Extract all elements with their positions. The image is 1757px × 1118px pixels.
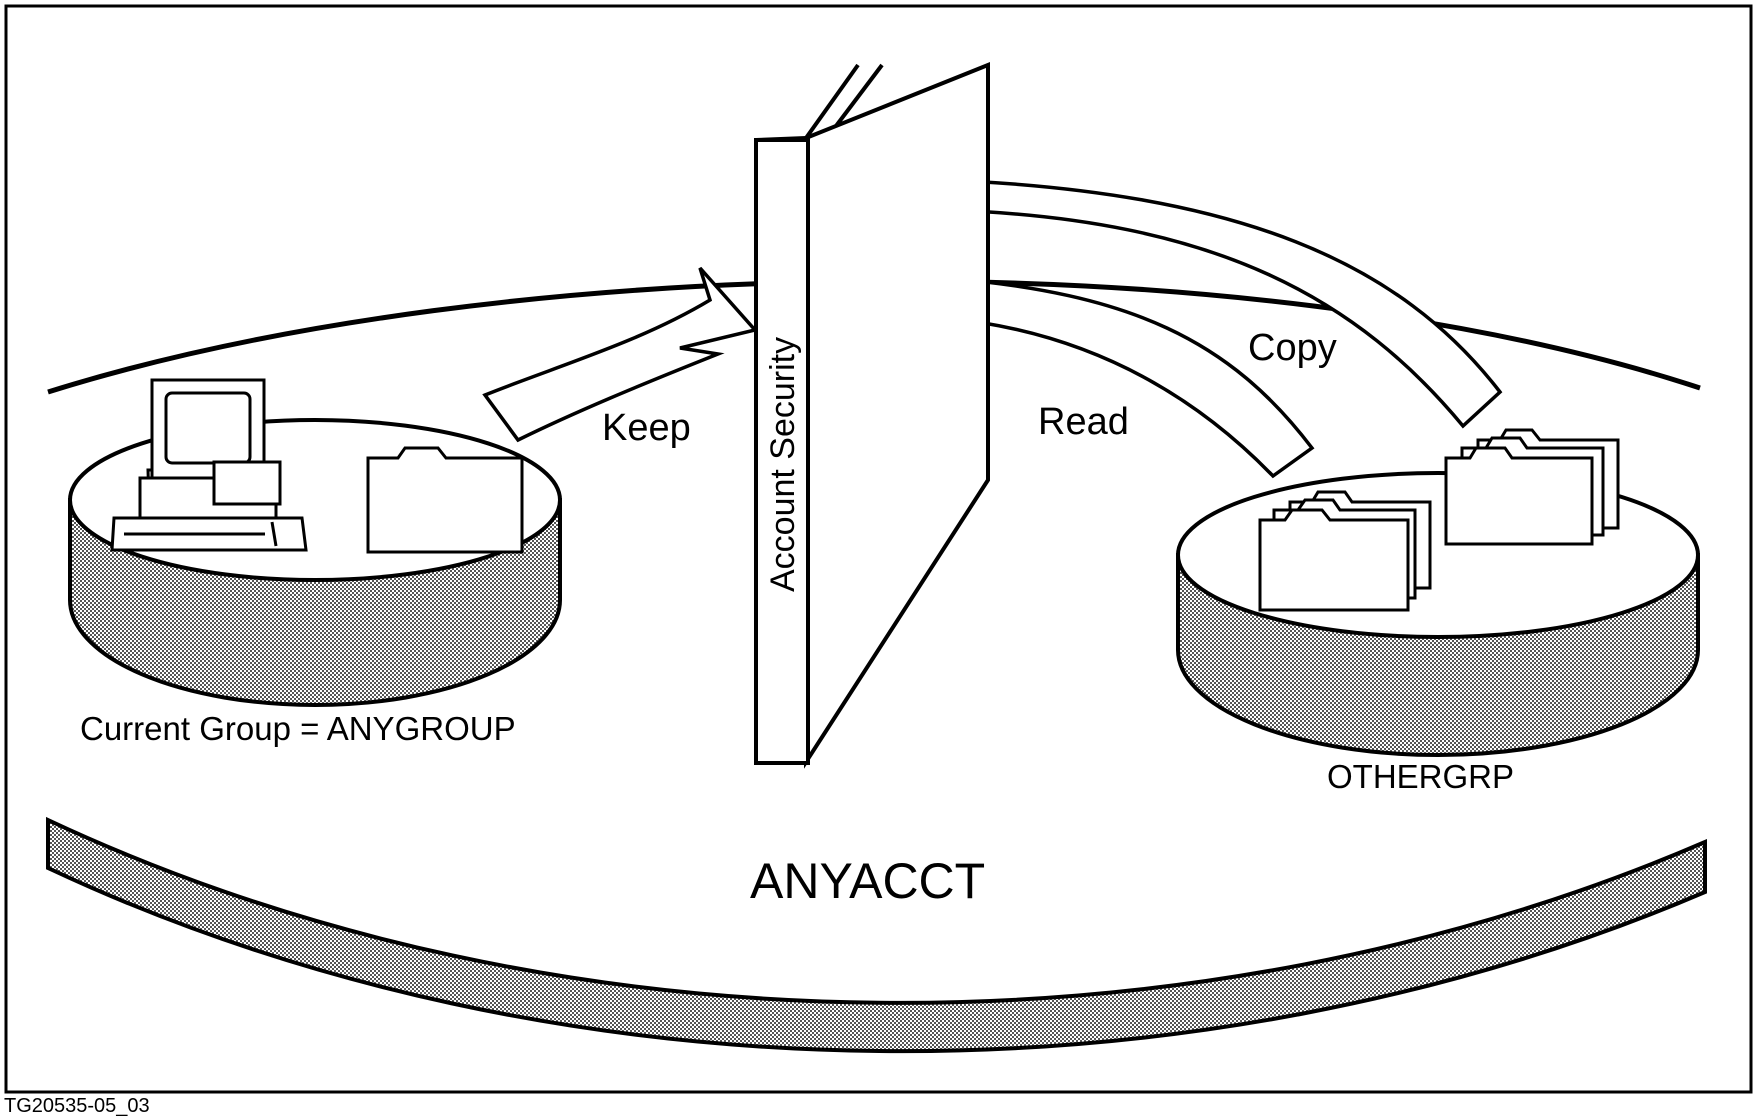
computer-terminal-icon [110, 378, 308, 552]
account-base-band [46, 816, 1707, 1054]
folder-stack-icon [1258, 428, 1620, 612]
account-label: ANYACCT [750, 853, 985, 909]
keep-label: Keep [602, 407, 691, 449]
figure-id-label: TG20535-05_03 [4, 1095, 150, 1117]
file-folder-icon [366, 446, 524, 554]
copy-label: Copy [1248, 327, 1337, 369]
othergrp-label: OTHERGRP [1327, 758, 1514, 795]
othergrp-disk [1176, 471, 1700, 757]
read-label: Read [1038, 401, 1129, 443]
account-security-wall [754, 62, 990, 769]
wall-label: Account Security [764, 337, 802, 592]
current-group-label: Current Group = ANYGROUP [80, 710, 516, 747]
